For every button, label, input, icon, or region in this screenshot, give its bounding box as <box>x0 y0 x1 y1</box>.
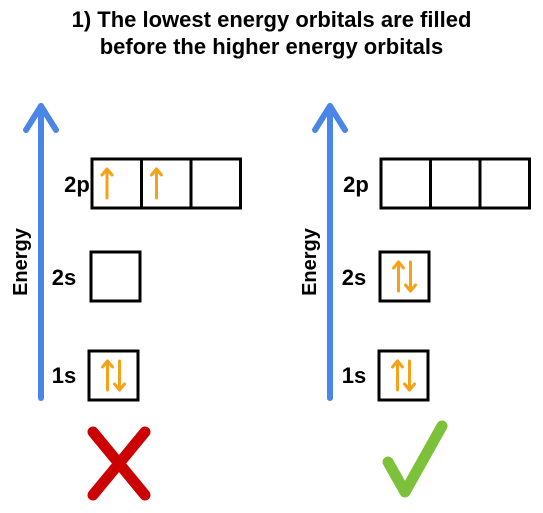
orbital-box-2s <box>89 250 142 303</box>
orbital-label-2p: 2p <box>343 172 369 197</box>
spin-up-arrow-icon <box>100 167 114 200</box>
energy-axis-arrowhead <box>312 103 348 133</box>
energy-axis-label: Energy <box>299 227 321 296</box>
spin-up-arrow-icon <box>101 359 114 392</box>
orbital-box-2p-3 <box>189 157 242 210</box>
title-line-1: 1) The lowest energy orbitals are filled <box>71 7 472 32</box>
spin-down-arrow-icon <box>404 260 417 293</box>
orbital-box-1s <box>87 349 140 402</box>
cross-icon <box>87 426 151 501</box>
energy-axis-label: Energy <box>10 227 32 296</box>
orbital-box-2s <box>378 250 431 303</box>
orbital-label-1s: 1s <box>342 363 366 388</box>
diagram-correct: Energy 2p 2s 1s <box>299 103 531 498</box>
orbital-label-2s: 2s <box>52 265 76 290</box>
spin-up-arrow-icon <box>392 260 405 293</box>
orbital-boxes <box>377 157 531 402</box>
diagram-incorrect: Energy 2p 2s 1s <box>10 103 242 501</box>
spin-down-arrow-icon <box>113 359 126 392</box>
orbital-boxes <box>87 157 242 402</box>
orbital-box-2p-1 <box>379 157 432 210</box>
orbital-label-2p: 2p <box>64 172 90 197</box>
orbital-box-1s <box>377 349 430 402</box>
spin-down-arrow-icon <box>403 359 416 392</box>
checkmark-icon <box>382 420 448 498</box>
orbital-label-2s: 2s <box>342 265 366 290</box>
spin-up-arrow-icon <box>391 359 404 392</box>
orbital-label-1s: 1s <box>52 363 76 388</box>
page-title: 1) The lowest energy orbitals are filled… <box>0 6 543 60</box>
energy-axis-arrowhead <box>23 103 59 133</box>
orbital-box-2p-2 <box>140 157 193 210</box>
spin-up-arrow-icon <box>150 167 163 200</box>
orbital-box-2p-3 <box>478 157 531 210</box>
energy-axis <box>312 103 348 401</box>
orbital-box-2p-1 <box>90 157 143 210</box>
title-line-2: before the higher energy orbitals <box>99 34 444 59</box>
orbital-box-2p-2 <box>429 157 482 210</box>
energy-axis <box>23 103 59 401</box>
